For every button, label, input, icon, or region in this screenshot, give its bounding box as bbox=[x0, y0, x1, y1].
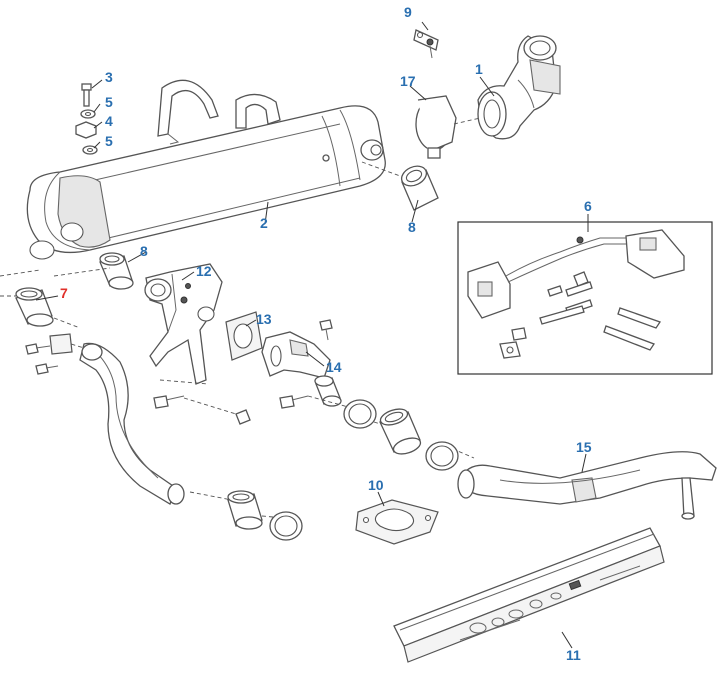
callout-leaders bbox=[35, 21, 589, 649]
callout-15[interactable]: 15 bbox=[576, 439, 592, 455]
callout-2[interactable]: 2 bbox=[260, 215, 268, 231]
hose-sleeve-7[interactable] bbox=[15, 287, 54, 327]
callout-12[interactable]: 12 bbox=[196, 263, 212, 279]
hose-sleeve-upper[interactable] bbox=[398, 162, 439, 211]
hose-clamp-bottom[interactable] bbox=[269, 511, 303, 541]
sensor-kit-inset[interactable] bbox=[457, 221, 713, 375]
bolt-c[interactable] bbox=[279, 395, 309, 409]
hose-sleeve-bottom[interactable] bbox=[227, 490, 263, 530]
egr-valve-bracket[interactable] bbox=[144, 263, 223, 385]
cooler-bracket-arch[interactable] bbox=[157, 79, 219, 145]
egr-tube-right[interactable] bbox=[457, 451, 717, 520]
callout-8-lower[interactable]: 8 bbox=[140, 243, 148, 259]
callout-labels: 1 2 3 4 5 5 6 7 8 8 9 10 11 12 13 14 15 … bbox=[60, 4, 592, 663]
callout-8-upper[interactable]: 8 bbox=[408, 219, 416, 235]
callout-5-upper[interactable]: 5 bbox=[105, 94, 113, 110]
callout-13[interactable]: 13 bbox=[256, 311, 272, 327]
callout-4[interactable]: 4 bbox=[105, 113, 113, 129]
egr-elbow-pipe[interactable] bbox=[477, 35, 561, 140]
bolt-a[interactable] bbox=[319, 319, 333, 341]
bolt-e[interactable] bbox=[25, 343, 51, 355]
hose-clamp-mid-2[interactable] bbox=[425, 441, 459, 471]
callout-1[interactable]: 1 bbox=[475, 61, 483, 77]
cooler-bracket-clip[interactable] bbox=[235, 93, 281, 129]
callout-7[interactable]: 7 bbox=[60, 285, 68, 301]
callout-10[interactable]: 10 bbox=[368, 477, 384, 493]
hose-clamp-mid-1[interactable] bbox=[343, 399, 377, 429]
mounting-tab[interactable] bbox=[413, 29, 439, 59]
hose-sleeve-lower[interactable] bbox=[99, 252, 134, 290]
washer-top[interactable] bbox=[80, 109, 96, 119]
spacer-nut[interactable] bbox=[75, 121, 97, 139]
callout-9[interactable]: 9 bbox=[404, 4, 412, 20]
gasket-kit-box[interactable] bbox=[393, 527, 665, 663]
callout-5-lower[interactable]: 5 bbox=[105, 133, 113, 149]
v-band-clamp[interactable] bbox=[415, 95, 457, 159]
callout-14[interactable]: 14 bbox=[326, 359, 342, 375]
stud-bolt[interactable] bbox=[81, 83, 92, 107]
callout-11[interactable]: 11 bbox=[566, 647, 581, 663]
egr-tube-lower-left[interactable] bbox=[49, 333, 185, 505]
bolt-b[interactable] bbox=[153, 395, 185, 409]
bolt-d[interactable] bbox=[235, 409, 251, 425]
flange-gasket[interactable] bbox=[225, 311, 263, 361]
egr-cooler[interactable] bbox=[26, 105, 386, 260]
bolt-f[interactable] bbox=[35, 363, 59, 375]
callout-3[interactable]: 3 bbox=[105, 69, 113, 85]
hose-sleeve-mid[interactable] bbox=[379, 406, 423, 457]
egr-valve-housing[interactable] bbox=[261, 331, 342, 407]
washer-bottom[interactable] bbox=[82, 145, 98, 155]
callout-17[interactable]: 17 bbox=[400, 73, 416, 89]
egr-flange-gasket[interactable] bbox=[355, 499, 439, 545]
callout-6[interactable]: 6 bbox=[584, 198, 592, 214]
